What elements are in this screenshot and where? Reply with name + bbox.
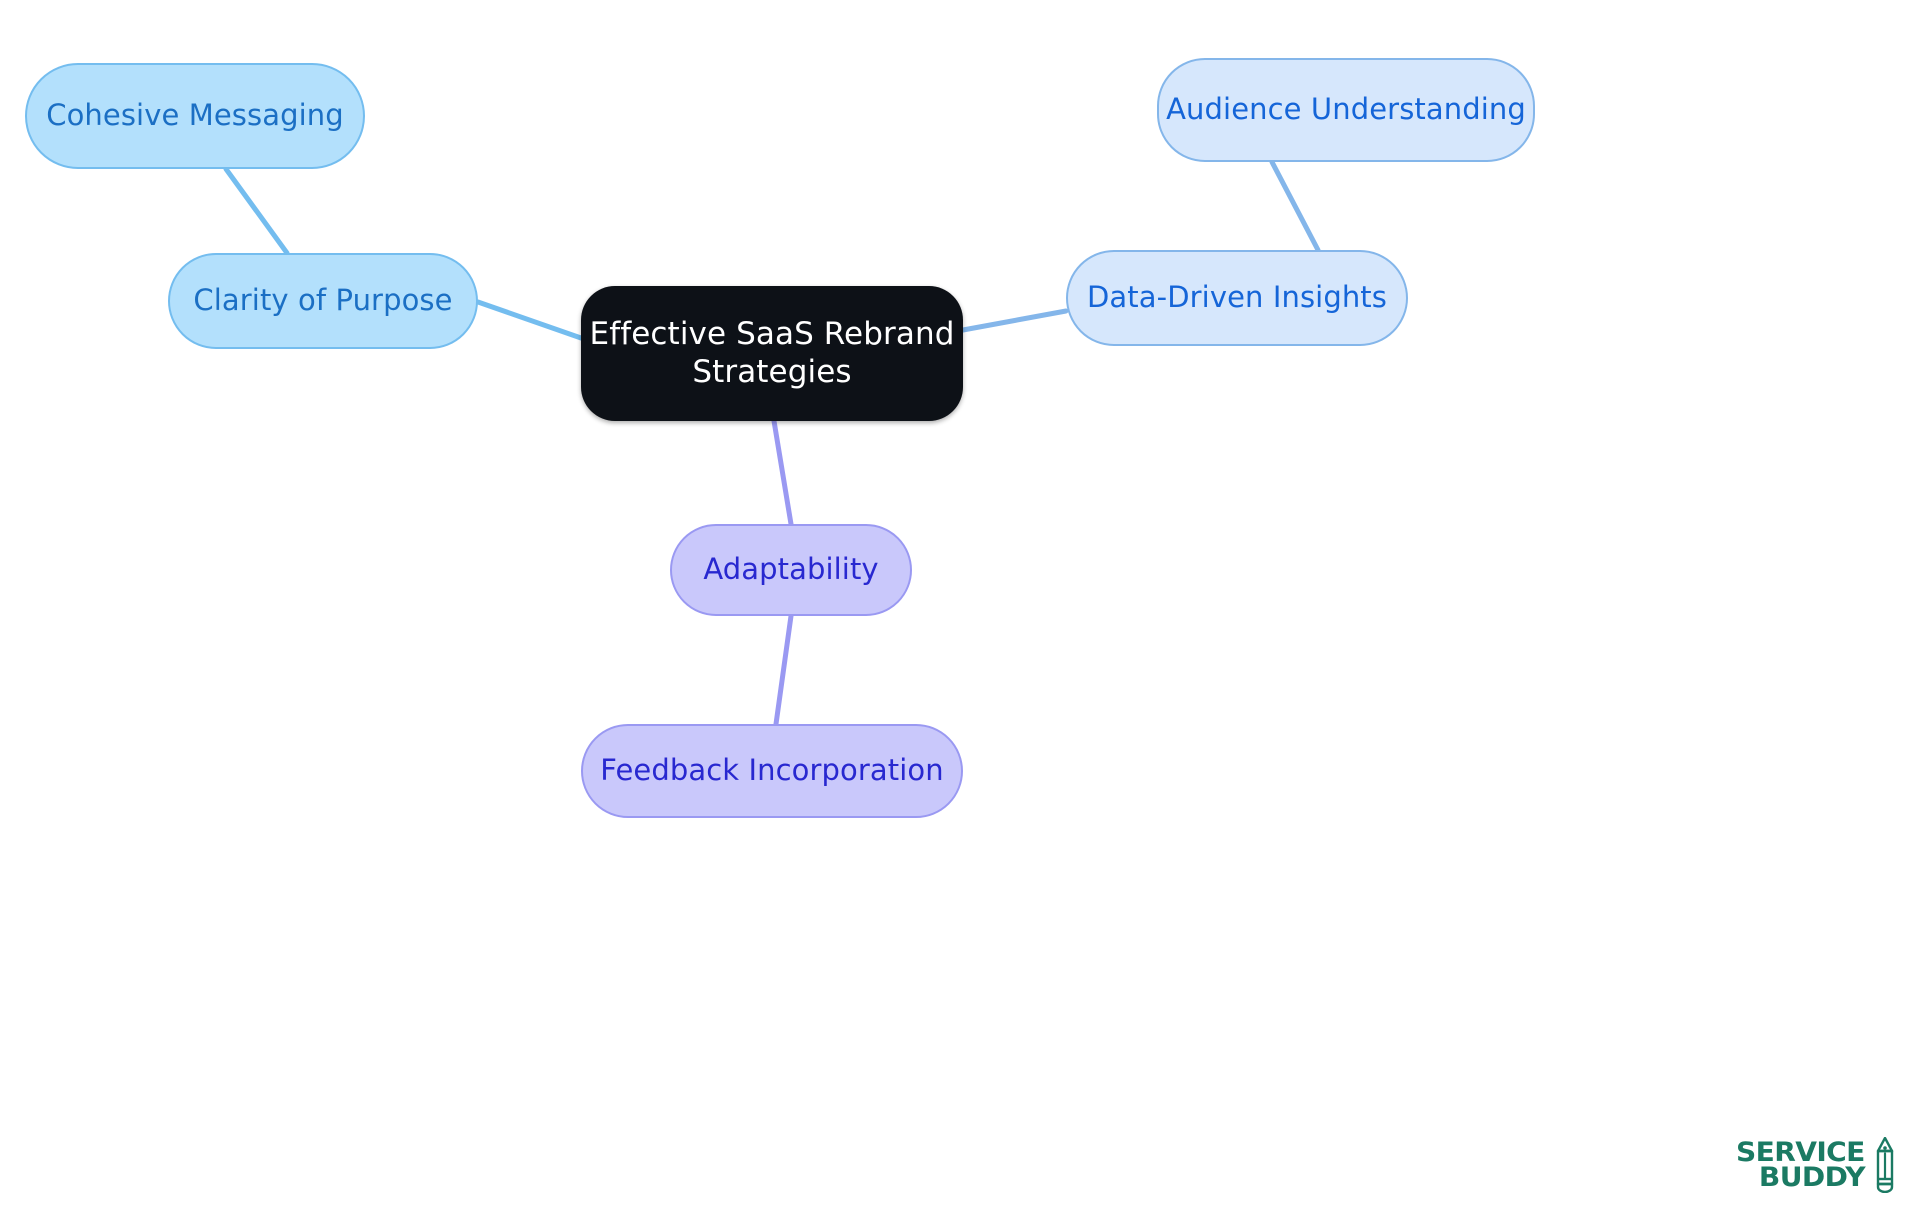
node-data-driven-insights[interactable]: Data-Driven Insights — [1066, 250, 1408, 346]
node-audience-understanding[interactable]: Audience Understanding — [1157, 58, 1535, 162]
node-clarity-of-purpose[interactable]: Clarity of Purpose — [168, 253, 478, 349]
logo-wordmark: SERVICE BUDDY — [1736, 1139, 1866, 1193]
edge-root-to-adaptability — [771, 418, 794, 527]
edge-root-to-clarity — [475, 299, 584, 341]
node-root-effective-saas-rebrand-strategies[interactable]: Effective SaaS Rebrand Strategies — [581, 286, 963, 421]
edge-data-to-audience — [1269, 159, 1321, 253]
pencil-icon — [1876, 1137, 1894, 1193]
edge-adaptability-to-feedback — [773, 613, 794, 727]
node-cohesive-messaging[interactable]: Cohesive Messaging — [25, 63, 365, 169]
edge-clarity-to-cohesive — [223, 166, 290, 256]
logo-line-buddy: BUDDY — [1759, 1162, 1866, 1193]
node-adaptability[interactable]: Adaptability — [670, 524, 912, 616]
service-buddy-logo: SERVICE BUDDY — [1736, 1137, 1896, 1193]
logo-line-service: SERVICE — [1736, 1136, 1865, 1168]
node-feedback-incorporation[interactable]: Feedback Incorporation — [581, 724, 963, 818]
edge-root-to-data — [960, 308, 1069, 333]
